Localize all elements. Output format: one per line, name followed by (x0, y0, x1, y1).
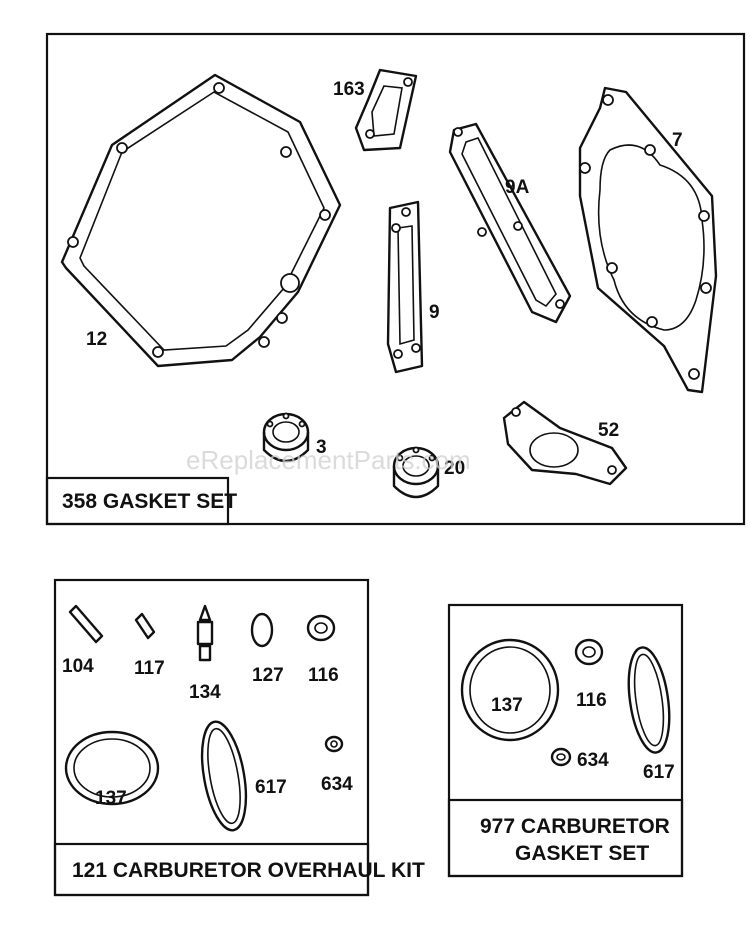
part-127-disc (250, 612, 274, 648)
part-163-gasket (354, 68, 418, 152)
carb-gasket-set-panel: 977 CARBURETOR GASKET SET 137 116 634 61… (447, 603, 684, 878)
label-part-7: 7 (672, 130, 683, 151)
label-part-116: 116 (576, 690, 607, 711)
gasket-set-frame (45, 32, 746, 526)
label-part-137: 137 (95, 788, 127, 809)
label-part-617: 617 (255, 777, 287, 798)
label-part-52: 52 (598, 420, 619, 441)
watermark: eReplacementParts.com (186, 445, 471, 475)
gasket-set-panel: 358 GASKET SET 12 163 (45, 32, 746, 526)
label-part-134: 134 (189, 682, 221, 703)
overhaul-kit-title-box (53, 842, 370, 897)
part-134-needle (196, 604, 214, 662)
label-part-634: 634 (577, 750, 609, 771)
label-part-20: 20 (444, 458, 465, 479)
part-9-gasket (386, 200, 424, 374)
label-part-9: 9 (429, 302, 440, 323)
part-12-crankcase-gasket (60, 73, 342, 368)
part-137-ring (64, 730, 160, 806)
gasket-set-title-box (45, 476, 230, 526)
label-part-163: 163 (333, 79, 365, 100)
part-52-gasket (502, 400, 628, 486)
part-617-ring (627, 646, 671, 754)
part-3-seal (262, 412, 310, 463)
part-137-ring (460, 638, 560, 742)
part-116-seal (306, 614, 336, 642)
part-634-seal (550, 747, 572, 767)
carb-gasket-set-title-line2: GASKET SET (515, 842, 649, 865)
overhaul-kit-title: 121 CARBURETOR OVERHAUL KIT (72, 859, 425, 882)
overhaul-kit-panel: 121 CARBURETOR OVERHAUL KIT 104 117 134 … (53, 578, 425, 897)
gasket-set-title: 358 GASKET SET (62, 490, 237, 513)
part-617-ring (200, 720, 248, 832)
carb-gasket-set-title-box (447, 798, 684, 878)
carb-gasket-set-title-line1: 977 CARBURETOR (480, 815, 670, 838)
part-7-head-gasket (578, 86, 718, 394)
label-part-104: 104 (62, 656, 94, 677)
label-part-117: 117 (134, 658, 165, 679)
label-part-12: 12 (86, 329, 107, 350)
part-117-pin (134, 612, 156, 640)
label-part-634: 634 (321, 774, 353, 795)
part-20-seal (392, 446, 440, 499)
label-part-9a: 9A (505, 177, 530, 198)
part-9a-gasket (448, 122, 572, 324)
label-part-137: 137 (491, 695, 523, 716)
label-part-116: 116 (308, 665, 339, 686)
label-part-617: 617 (643, 762, 675, 783)
part-634-seal (324, 735, 344, 753)
label-part-3: 3 (316, 437, 327, 458)
part-116-seal (574, 638, 604, 666)
part-104-pin (68, 604, 104, 644)
label-part-127: 127 (252, 665, 284, 686)
